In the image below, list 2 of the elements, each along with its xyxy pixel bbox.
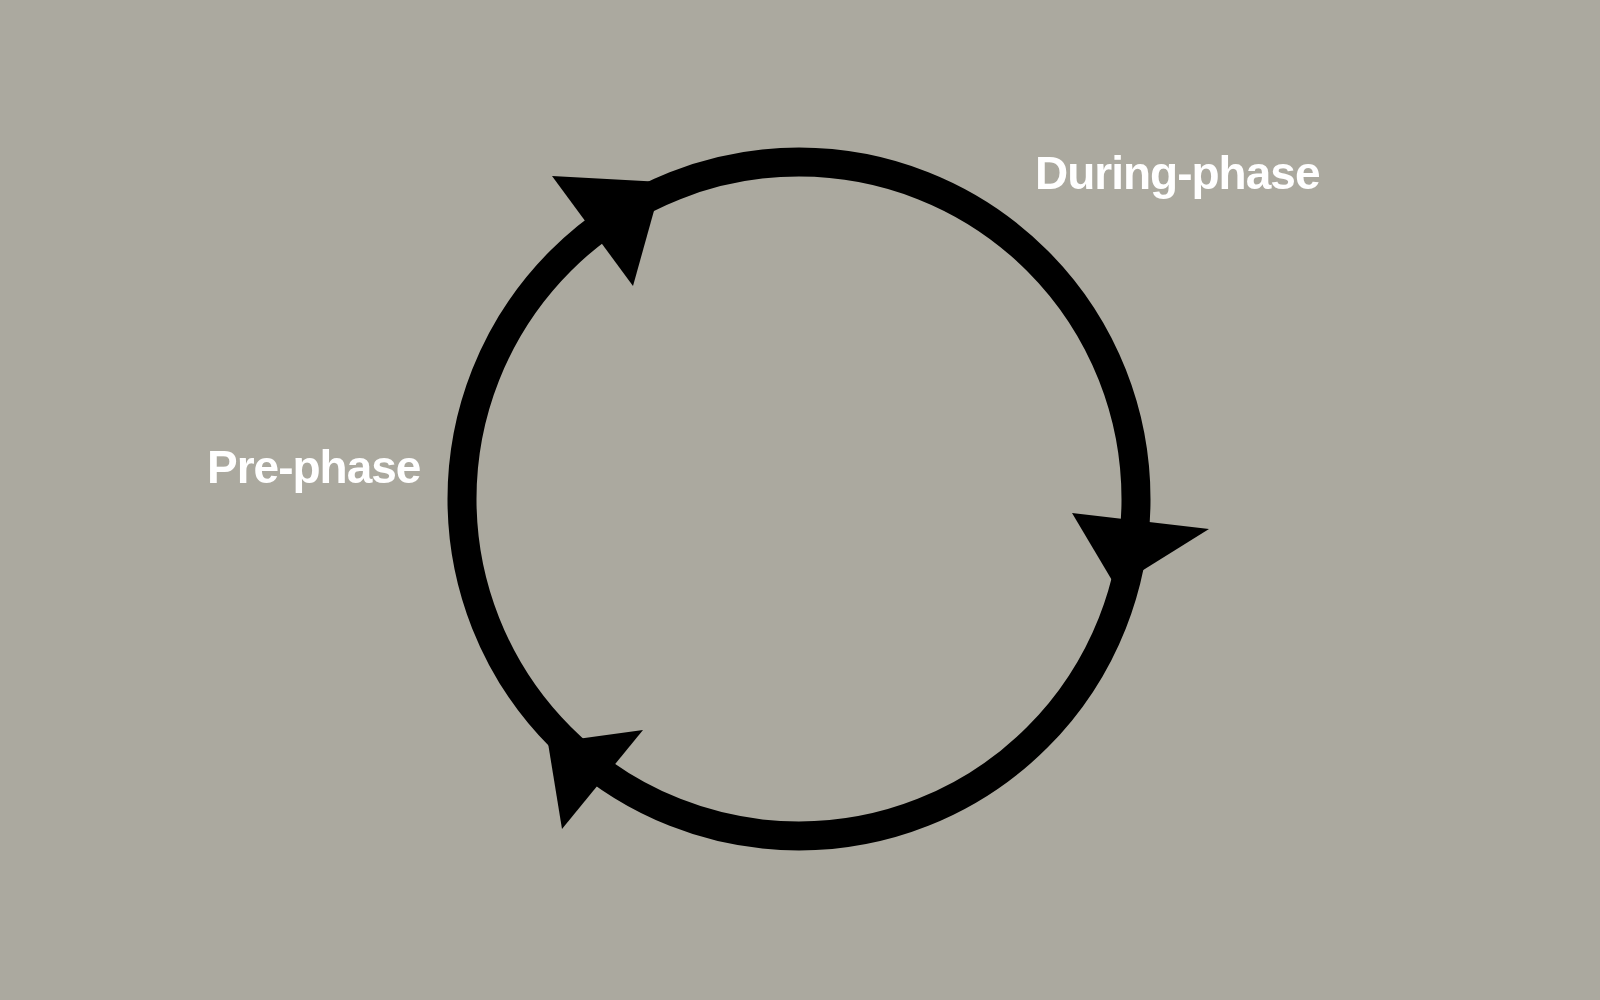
phase-label: During-phase: [1035, 146, 1320, 200]
phase-label: Pre-phase: [207, 440, 421, 494]
